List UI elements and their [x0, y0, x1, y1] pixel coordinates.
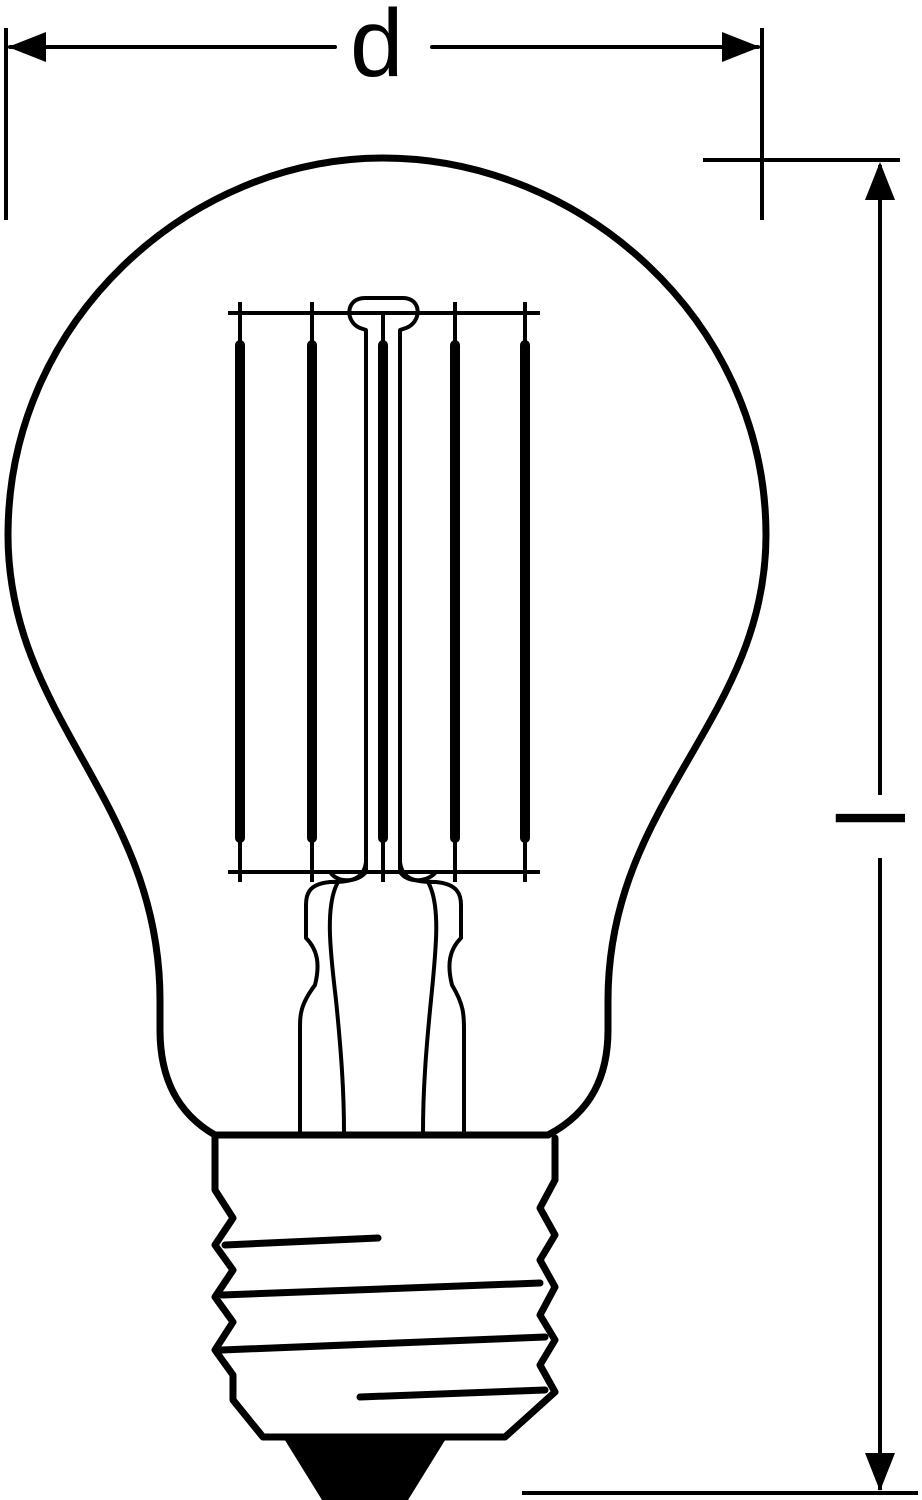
length-label: l [814, 807, 922, 829]
screw-base [211, 1134, 559, 1500]
base-contact [283, 1437, 447, 1500]
support-wires [298, 296, 466, 1134]
length-dimension [522, 158, 918, 1495]
diameter-label: d [350, 0, 404, 97]
filaments [235, 302, 530, 882]
bulb-glass-outline [4, 154, 770, 1139]
diameter-dimension [4, 28, 764, 220]
